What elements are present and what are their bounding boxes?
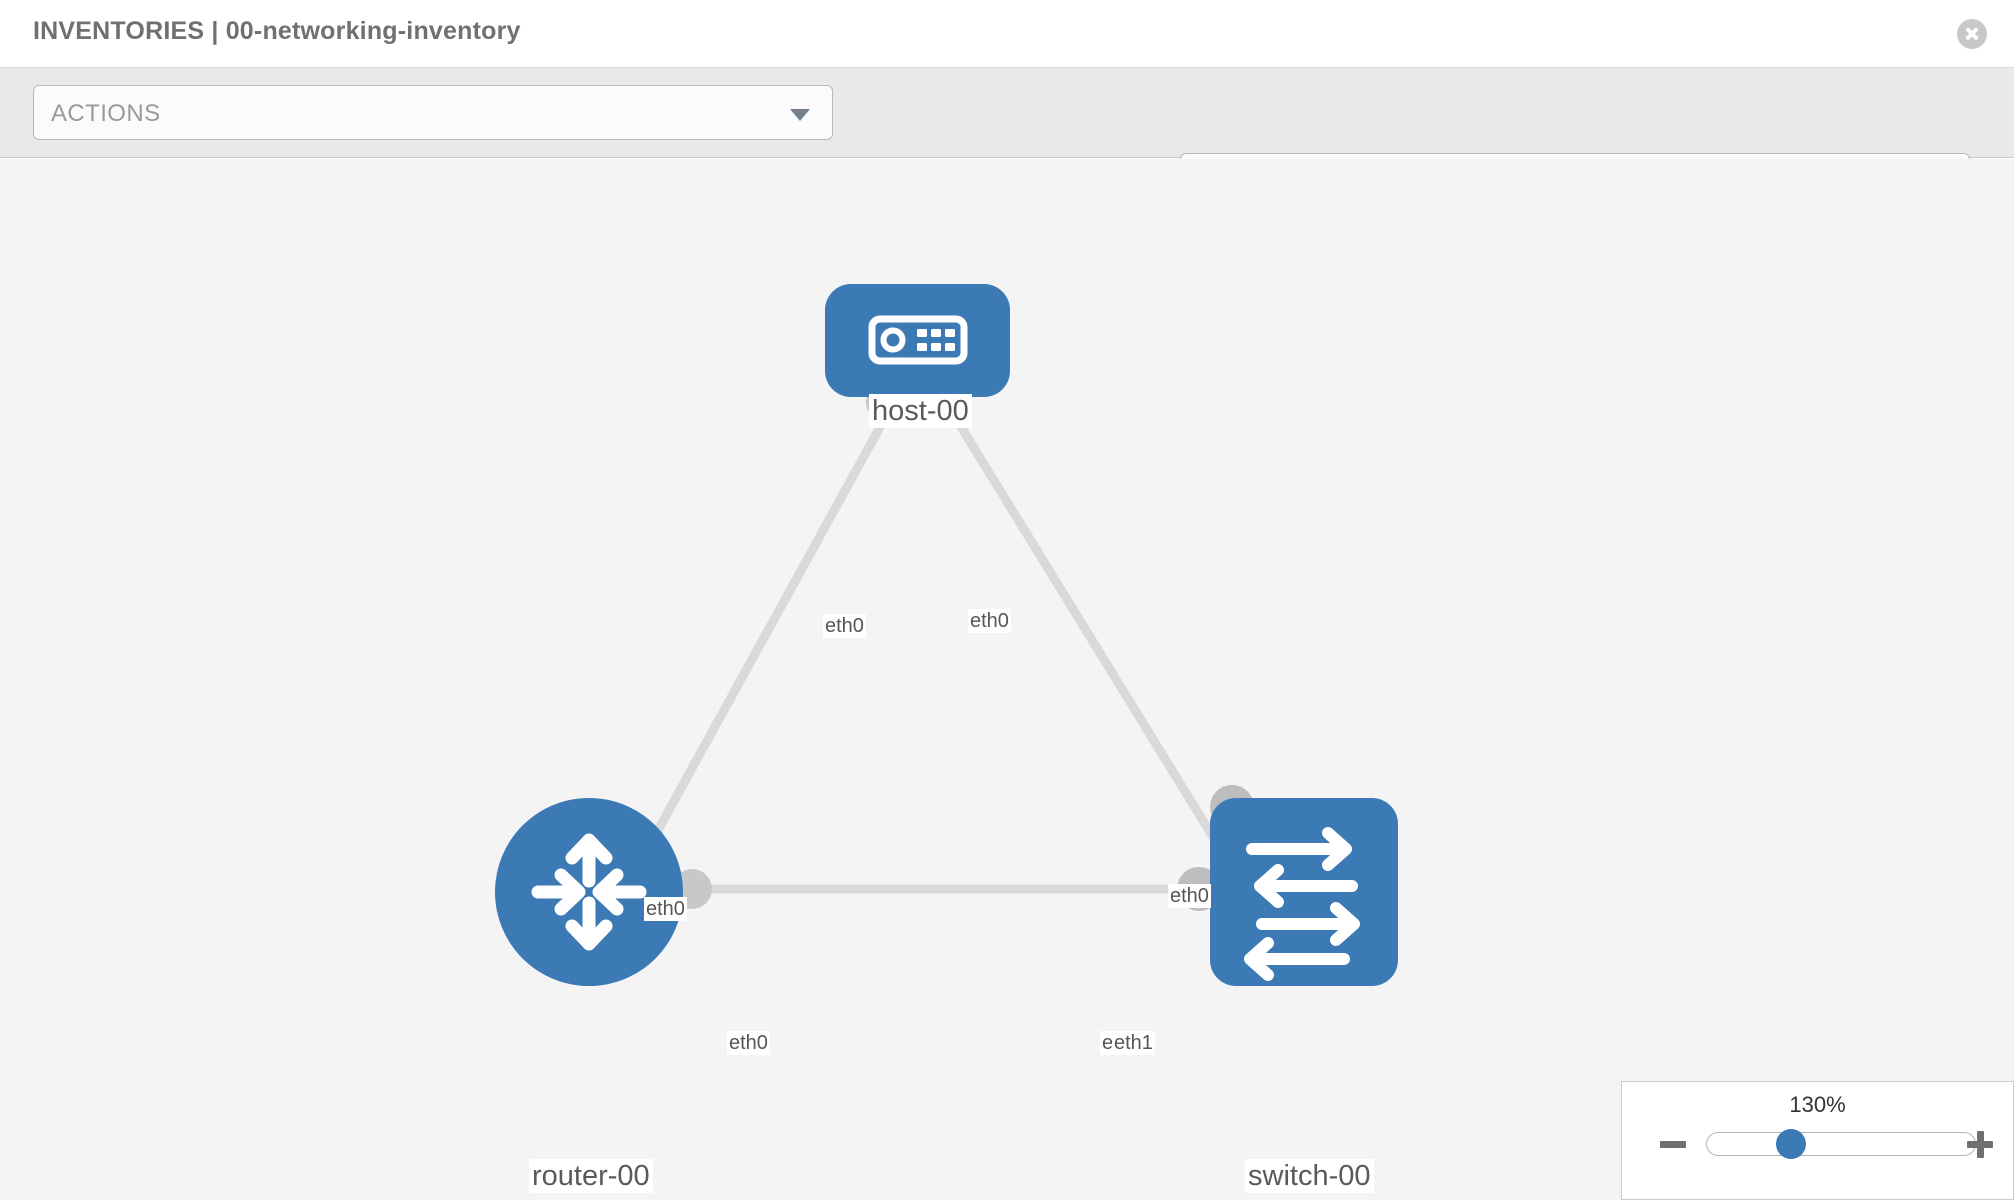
iface-label: eth0 [727,1031,770,1055]
iface-label: eth0 [823,614,866,638]
iface-label: eth0 [1168,884,1211,908]
iface-label: eth1 [1112,1031,1155,1055]
node-host-00 [825,284,1010,397]
page-title: INVENTORIES | 00-networking-inventory [33,17,521,45]
link-host00-router00 [616,406,894,902]
topology-canvas[interactable]: host-00 router-00 switch-00 eth0 eth0 et… [0,159,2014,1200]
close-icon[interactable] [1957,19,1987,49]
zoom-control-panel: 130% [1621,1081,2014,1200]
actions-dropdown[interactable]: ACTIONS [33,85,833,140]
node-label-switch-00[interactable]: switch-00 [1245,1159,1374,1193]
minus-icon[interactable] [1658,1129,1688,1159]
iface-label: eth0 [644,897,687,921]
node-router-00 [495,798,683,986]
iface-label: eth0 [968,609,1011,633]
toolbar: ACTIONS SEARCH [0,68,2014,208]
actions-dropdown-label: ACTIONS [51,100,161,127]
zoom-level-value: 130% [1789,1092,1846,1117]
zoom-slider-thumb[interactable] [1776,1129,1806,1159]
page-header: INVENTORIES | 00-networking-inventory [0,0,2014,68]
node-switch-00 [1210,798,1398,986]
plus-icon[interactable] [1965,1129,1995,1159]
link-host00-switch00 [946,406,1249,892]
topology-graph [495,284,1398,986]
node-label-host-00[interactable]: host-00 [869,394,972,428]
zoom-slider-track[interactable] [1706,1132,1976,1156]
chevron-down-icon [790,109,810,121]
node-label-router-00[interactable]: router-00 [529,1159,653,1193]
